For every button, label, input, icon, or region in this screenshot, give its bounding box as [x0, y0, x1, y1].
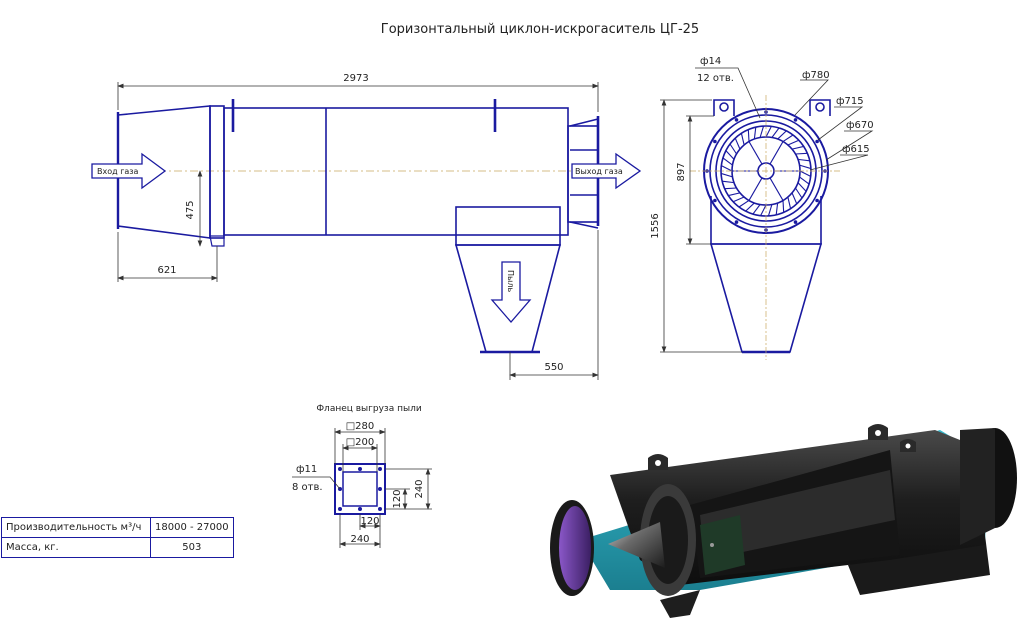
swirl-blade: [775, 202, 779, 215]
flange-title: Фланец выгруза пыли: [316, 404, 422, 414]
swirl-blade: [745, 202, 755, 212]
productivity-value: 18000 - 27000: [150, 517, 234, 538]
flange-dimensions: [292, 428, 432, 548]
dim-flange-h240: 240: [414, 479, 425, 498]
side-view: [110, 99, 640, 354]
hopper-top: [455, 206, 561, 246]
inner-spoke: [748, 141, 763, 165]
swirl-blade: [765, 126, 772, 138]
dim-d670: ф670: [846, 120, 874, 131]
swirl-blade: [760, 204, 767, 216]
swirl-blade: [797, 158, 810, 162]
swirl-blade: [767, 204, 773, 217]
swirl-blade: [787, 196, 792, 209]
bolt-holes: [705, 110, 827, 232]
dim-bolt-hole: ф14: [700, 56, 721, 67]
swirl-blade: [753, 127, 757, 140]
swirl-blade: [720, 172, 733, 178]
dim-height-897: 897: [676, 162, 687, 181]
swirl-blade: [791, 145, 804, 150]
swirl-blade: [799, 170, 811, 177]
dim-d780: ф780: [802, 70, 830, 81]
swirl-blade: [782, 200, 785, 213]
swirl-blade: [740, 133, 745, 146]
dust-label: Пыль: [506, 270, 515, 292]
swirl-blade: [799, 164, 812, 170]
bolt-hole: [734, 220, 739, 224]
inner-spoke: [769, 177, 784, 201]
bolt-hole: [793, 118, 798, 122]
spec-row-productivity: Производительность м³/ч 18000 - 27000: [1, 517, 234, 538]
dim-flange-w240: 240: [350, 534, 369, 545]
bolt-hole: [815, 139, 819, 144]
swirl-blade: [759, 125, 765, 138]
swirl-blade: [724, 187, 737, 190]
bolt-hole: [815, 198, 819, 203]
spec-row-mass: Масса, кг. 503: [1, 537, 234, 558]
swirl-blade: [752, 204, 761, 215]
end-dimensions: [660, 67, 874, 353]
swirl-blade: [791, 192, 798, 205]
dim-inlet-height: 475: [185, 200, 196, 219]
swirl-blade: [725, 150, 735, 160]
gas-out-arrow: [571, 152, 642, 190]
swirl-blade: [734, 137, 741, 150]
swirl-blade: [795, 152, 808, 155]
swirl-blade: [771, 127, 780, 138]
swirl-blade: [794, 187, 803, 199]
dim-d715: ф715: [836, 96, 864, 107]
inner-spoke: [769, 141, 784, 165]
swirl-blade: [782, 134, 794, 143]
bolt-hole: [734, 118, 739, 122]
swirl-blade: [787, 139, 800, 146]
swirl-blade: [722, 157, 733, 166]
swirl-blade: [728, 192, 741, 197]
swirl-blade: [732, 196, 745, 203]
cyclone-body: [223, 107, 569, 236]
drawing-title: Горизонтальный циклон-искрогаситель ЦГ-2…: [381, 22, 699, 37]
inner-spoke: [748, 177, 763, 201]
swirl-blade: [799, 176, 810, 185]
flange-drawing: [334, 463, 386, 515]
render-3d: [550, 424, 1017, 618]
dim-flange-w120: 120: [360, 516, 379, 527]
gas-out-label: Выход газа: [575, 167, 623, 176]
dim-flange-h120: 120: [392, 489, 403, 508]
gas-in-label: Вход газа: [97, 167, 139, 176]
swirl-blades: [720, 125, 812, 217]
productivity-label: Производительность м³/ч: [1, 517, 151, 538]
bolt-hole: [793, 220, 798, 224]
swirl-blade: [722, 180, 735, 184]
swirl-blade: [777, 130, 787, 140]
swirl-blade: [721, 165, 733, 172]
dim-flange-hole-count: 8 отв.: [292, 482, 323, 493]
dim-hopper-offset: 550: [544, 362, 563, 373]
swirl-blade: [738, 199, 750, 208]
side-dimensions: [117, 82, 599, 380]
dim-flange-hole: ф11: [296, 464, 317, 475]
bolt-hole: [713, 198, 717, 203]
swirl-blade: [747, 129, 750, 142]
center-marks: [690, 95, 842, 360]
mass-value: 503: [150, 537, 234, 558]
bolt-hole: [713, 139, 717, 144]
dim-bolt-count: 12 отв.: [697, 73, 734, 84]
dim-height-1556: 1556: [650, 213, 661, 238]
dim-flange-inner: □200: [346, 437, 375, 448]
swirl-blade: [797, 182, 807, 192]
swirl-blade: [729, 143, 738, 155]
dim-flange-outer: □280: [346, 421, 375, 432]
dim-total-length: 2973: [343, 73, 368, 84]
mass-label: Масса, кг.: [1, 537, 151, 558]
dust-arrow: [490, 261, 532, 323]
end-view: [703, 99, 831, 354]
dim-d615: ф615: [842, 144, 870, 155]
gas-in-arrow: [91, 152, 167, 190]
spec-table: Производительность м³/ч 18000 - 27000 Ма…: [1, 517, 234, 558]
flange-holes: [338, 467, 382, 511]
dim-inlet-length: 621: [157, 265, 176, 276]
